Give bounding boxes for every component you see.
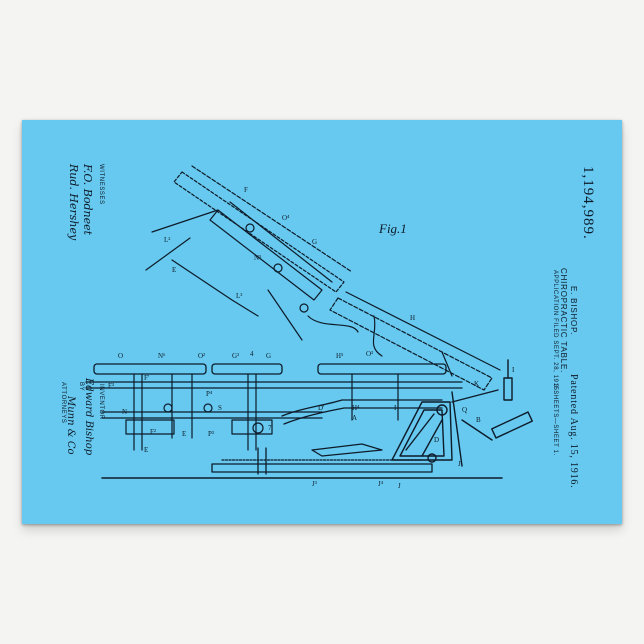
svg-text:B: B [476,416,481,424]
svg-text:G: G [312,238,317,246]
patent-inventor-header: E. BISHOP. [569,286,578,335]
svg-text:H: H [410,314,415,322]
svg-text:E: E [172,266,176,274]
patent-poster: F O⁴ G N⁵ L² E L³ H O N⁶ O² G³ 4 G H⁵ O³… [22,120,622,524]
svg-text:J: J [398,482,401,490]
svg-text:O: O [118,352,123,360]
svg-text:F: F [244,186,248,194]
svg-text:E: E [182,430,186,438]
attorney-signature: Munn & Co [65,396,76,455]
svg-text:J⁴: J⁴ [378,480,384,488]
svg-text:J³: J³ [312,480,317,488]
svg-text:F': F' [144,374,149,382]
svg-text:L²: L² [164,236,170,244]
svg-text:J': J' [458,460,462,468]
svg-text:N⁵: N⁵ [254,254,262,262]
patent-number: 1,194,989. [579,166,596,240]
svg-text:F³: F³ [108,382,114,390]
witnesses-heading: WITNESSES [98,164,104,205]
svg-text:D: D [434,436,439,444]
inventor-name: Edward Bishop [83,378,94,455]
svg-text:P³: P³ [208,430,214,438]
svg-text:F²: F² [150,428,156,436]
patent-title: CHIROPRACTIC TABLE. [559,268,568,373]
inventor-by: BY [78,382,84,391]
svg-text:S: S [218,404,222,412]
witness-signature-2: Rud. Hershey [67,164,80,240]
svg-text:D': D' [318,404,324,412]
svg-text:G: G [266,352,271,360]
svg-text:O²: O² [198,352,205,360]
svg-text:H⁴: H⁴ [352,404,360,412]
witness-signature-1: F.O. Bodneet [81,164,94,235]
svg-text:O⁴: O⁴ [282,214,290,222]
svg-text:7: 7 [268,424,272,432]
svg-text:O³: O³ [366,350,373,358]
svg-text:N: N [122,408,127,416]
patent-sheets: 3 SHEETS—SHEET 1. [552,384,558,456]
figure-label: Fig.1 [379,221,407,237]
svg-text:4: 4 [250,350,254,358]
chiropractic-table-drawing: F O⁴ G N⁵ L² E L³ H O N⁶ O² G³ 4 G H⁵ O³… [22,120,622,524]
svg-text:L³: L³ [236,292,242,300]
svg-text:E: E [144,446,148,454]
patent-date: Patented Aug. 15, 1916. [568,374,579,489]
svg-text:K: K [474,380,479,388]
svg-text:I: I [512,366,515,374]
svg-text:A: A [352,414,357,422]
svg-text:P⁴: P⁴ [206,390,213,398]
attorneys-label: ATTORNEYS [60,382,66,424]
svg-text:H⁵: H⁵ [336,352,344,360]
svg-text:G³: G³ [232,352,239,360]
patent-application-date: APPLICATION FILED SEPT. 28, 1915. [552,270,558,393]
svg-text:Q: Q [462,406,467,414]
inventor-heading: INVENTOR [98,384,104,420]
svg-text:N⁶: N⁶ [158,352,166,360]
